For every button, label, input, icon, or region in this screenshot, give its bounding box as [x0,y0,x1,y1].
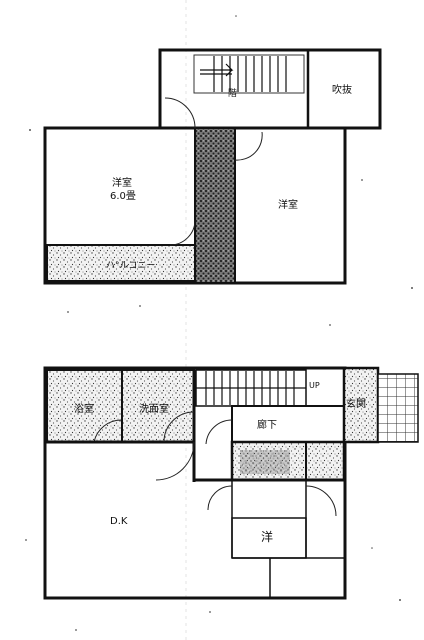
door-swing-upper-3 [169,219,196,246]
storage-label: ハ°ルコニー [106,261,155,271]
closet-label: 吹抜 [332,83,352,96]
corridor-label: 廊下 [257,418,277,431]
wash-room [121,369,195,443]
porch-tiles [377,373,419,443]
door-swing-western [305,485,337,517]
door-swing-upper-1 [164,97,196,129]
toilet-fixture [240,450,290,474]
door-swing-corridor [205,419,233,445]
bath-label: 浴室 [74,402,94,415]
dk-label: D.K [110,516,128,527]
upper-hall [194,127,236,284]
door-swing-western-2 [207,485,233,511]
entrance [342,366,380,444]
stair-inner-box [193,54,305,94]
stair-up-mark: UP [309,381,320,390]
corridor [231,405,345,443]
upper-stairs [200,56,287,92]
lower-stairs [196,371,306,405]
upper-floor: 階 吹抜 洋室 6.0畳 洋室 ハ°ルコニー [43,48,382,285]
western-room-label: 洋 [261,529,273,544]
lower-floor: 浴室 洗面室 UP 廊下 [43,366,419,600]
room-west-label: 洋室 [112,176,132,189]
bath-room [46,369,123,443]
door-swing-upper-2 [234,131,263,161]
scan-noise [25,15,413,631]
stair-label: 階 [228,88,237,99]
door-swing-wash [163,411,195,443]
door-swing-bath [93,419,123,443]
door-swing-dk [155,441,195,481]
room-west-size: 6.0畳 [110,190,136,202]
upper-storage-strip [46,244,196,282]
entrance-label: 玄関 [346,397,366,410]
washroom-label: 洗面室 [139,402,169,415]
lower-outer-wall [43,366,347,600]
room-east-label: 洋室 [278,198,298,211]
